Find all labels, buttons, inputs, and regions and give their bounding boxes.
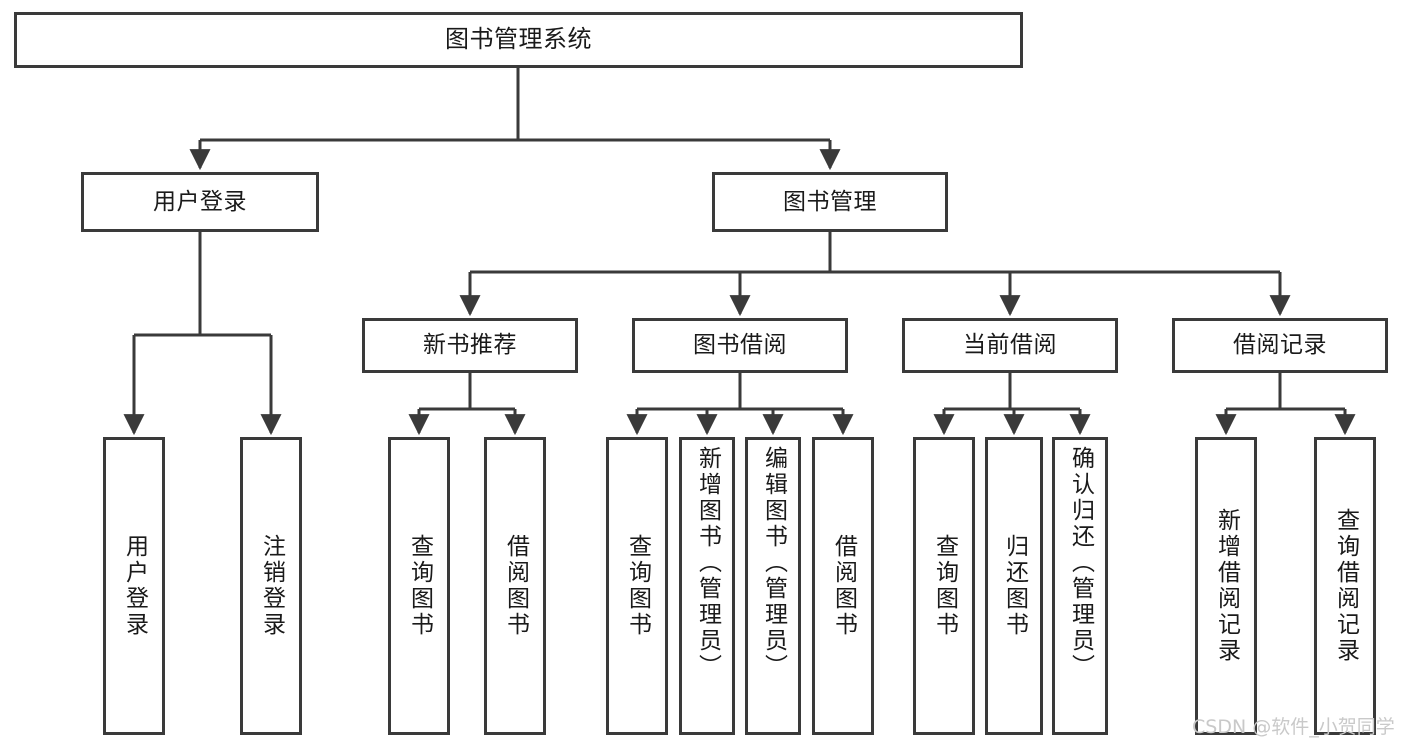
node-borrow-record[interactable]: 借阅记录: [1172, 318, 1388, 373]
node-leaf-add-book-label: 新增图书（管理员）: [694, 446, 721, 680]
node-user-login-label: 用户登录: [153, 188, 247, 215]
node-book-manage[interactable]: 图书管理: [712, 172, 948, 232]
node-leaf-query-record[interactable]: 查询借阅记录: [1314, 437, 1376, 735]
node-current-borrow-label: 当前借阅: [963, 332, 1057, 359]
node-leaf-borrow-book[interactable]: 借阅图书: [812, 437, 874, 735]
node-root-label: 图书管理系统: [445, 25, 592, 54]
node-book-borrow-label: 图书借阅: [693, 332, 787, 359]
node-leaf-confirm-return-label: 确认归还（管理员）: [1067, 446, 1094, 680]
node-leaf-add-book[interactable]: 新增图书（管理员）: [679, 437, 735, 735]
node-leaf-return-book-label: 归还图书: [1001, 534, 1028, 638]
node-leaf-query-book-cur[interactable]: 查询图书: [913, 437, 975, 735]
node-new-book-rec-label: 新书推荐: [423, 332, 517, 359]
node-leaf-query-book-cur-label: 查询图书: [931, 534, 958, 638]
node-leaf-add-record[interactable]: 新增借阅记录: [1195, 437, 1257, 735]
node-leaf-query-book[interactable]: 查询图书: [606, 437, 668, 735]
node-leaf-query-book-rec-label: 查询图书: [406, 534, 433, 638]
node-book-borrow[interactable]: 图书借阅: [632, 318, 848, 373]
node-borrow-record-label: 借阅记录: [1233, 332, 1327, 359]
node-leaf-query-book-rec[interactable]: 查询图书: [388, 437, 450, 735]
watermark: CSDN @软件_小贺同学: [1192, 716, 1395, 738]
node-current-borrow[interactable]: 当前借阅: [902, 318, 1118, 373]
node-book-manage-label: 图书管理: [783, 188, 877, 215]
node-leaf-user-login[interactable]: 用户登录: [103, 437, 165, 735]
node-leaf-logout-label: 注销登录: [258, 534, 285, 638]
node-leaf-borrow-book-label: 借阅图书: [830, 534, 857, 638]
node-leaf-return-book[interactable]: 归还图书: [985, 437, 1043, 735]
node-leaf-borrow-book-rec[interactable]: 借阅图书: [484, 437, 546, 735]
node-leaf-add-record-label: 新增借阅记录: [1213, 508, 1240, 664]
node-leaf-query-book-label: 查询图书: [624, 534, 651, 638]
node-leaf-query-record-label: 查询借阅记录: [1332, 508, 1359, 664]
node-leaf-edit-book-label: 编辑图书（管理员）: [760, 446, 787, 680]
node-leaf-logout[interactable]: 注销登录: [240, 437, 302, 735]
node-leaf-edit-book[interactable]: 编辑图书（管理员）: [745, 437, 801, 735]
node-new-book-rec[interactable]: 新书推荐: [362, 318, 578, 373]
node-leaf-user-login-label: 用户登录: [121, 534, 148, 638]
node-leaf-confirm-return[interactable]: 确认归还（管理员）: [1052, 437, 1108, 735]
node-leaf-borrow-book-rec-label: 借阅图书: [502, 534, 529, 638]
node-root[interactable]: 图书管理系统: [14, 12, 1023, 68]
node-user-login[interactable]: 用户登录: [81, 172, 319, 232]
